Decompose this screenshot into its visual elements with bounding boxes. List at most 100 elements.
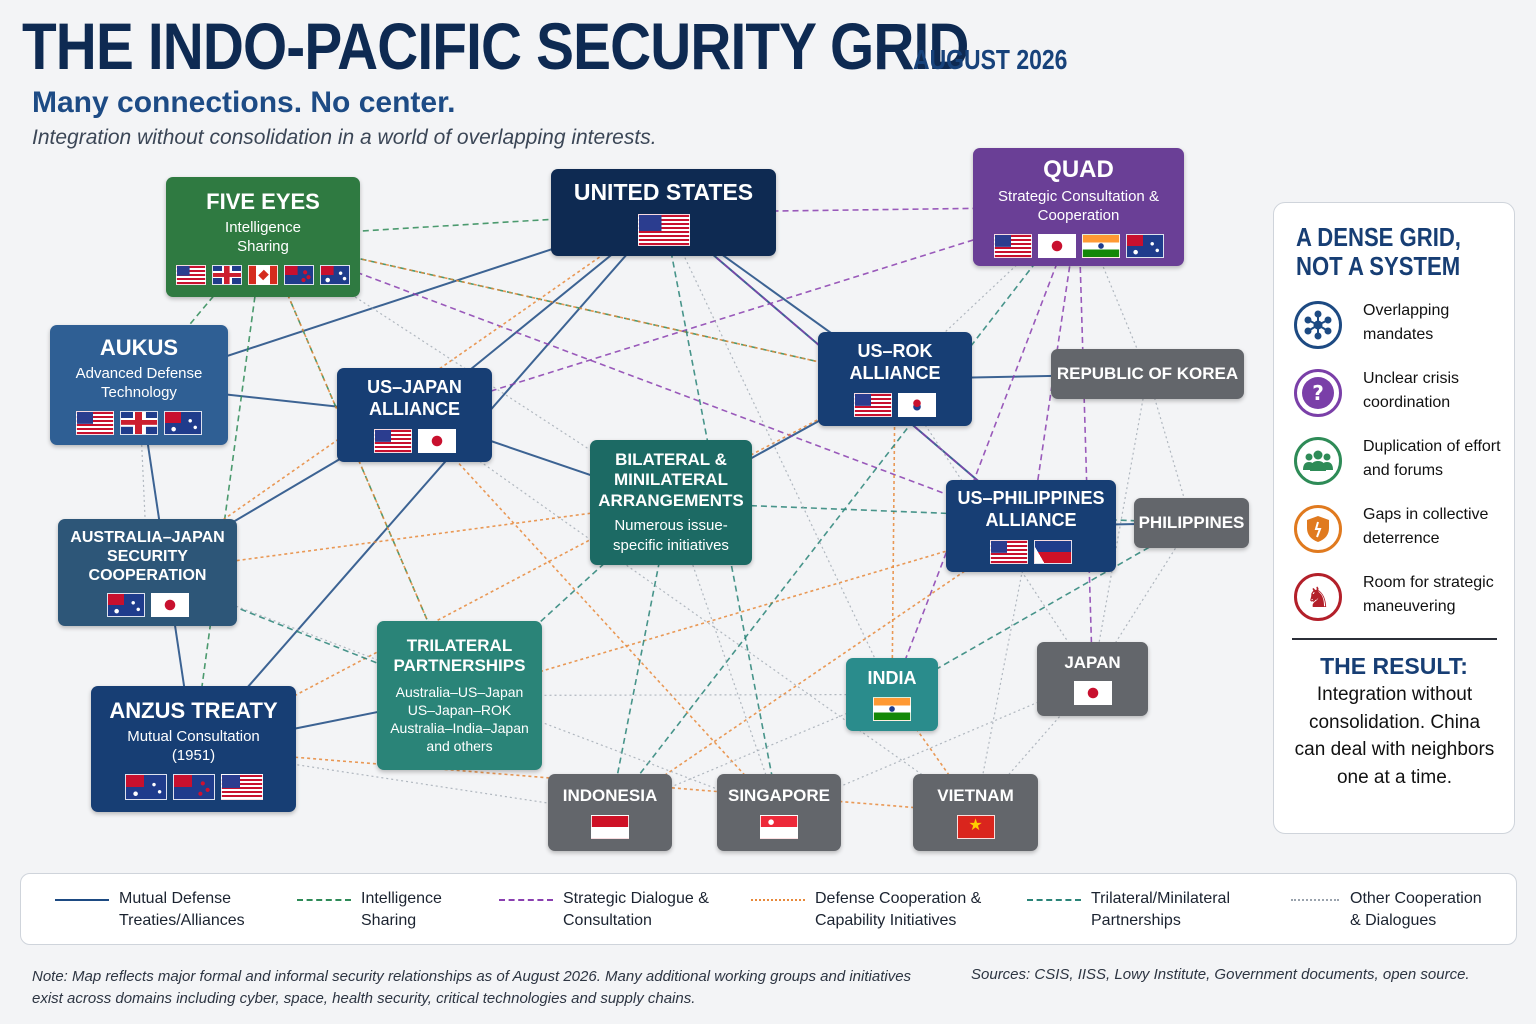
node-description: Mutual Consultation (1951)	[127, 727, 260, 765]
node-india[interactable]: INDIA	[846, 658, 938, 731]
panel-title-line: NOT A SYSTEM	[1296, 251, 1461, 282]
node-republic-of-korea[interactable]: REPUBLIC OF KOREA	[1051, 349, 1244, 399]
node-description: Numerous issue-specific initiatives	[613, 517, 729, 554]
link-vietnam-usphil	[974, 525, 1032, 813]
link-us-india	[662, 212, 893, 695]
node-philippines[interactable]: PHILIPPINES	[1134, 498, 1249, 548]
link-quad-japan	[1077, 206, 1094, 680]
node-united-states[interactable]: UNITED STATES	[551, 169, 776, 256]
people-icon	[1294, 437, 1342, 485]
node-vietnam[interactable]: VIETNAM	[913, 774, 1038, 851]
link-usrok-india	[891, 378, 896, 695]
us-flag-icon	[990, 539, 1028, 564]
panel-item: Duplication of effort and forums	[1294, 435, 1509, 491]
node-name: US–ROK ALLIANCE	[849, 341, 941, 383]
node-five-eyes[interactable]: FIVE EYES Intelligence Sharing	[166, 177, 360, 297]
indonesia-flag-icon	[591, 814, 629, 839]
link-trilateral-fiveeyes	[262, 236, 461, 696]
node-us-japan-alliance[interactable]: US–JAPAN ALLIANCE	[337, 368, 492, 462]
node-name: SINGAPORE	[727, 786, 831, 806]
node-name: FIVE EYES	[206, 189, 320, 215]
node-name: AUKUS	[99, 335, 179, 361]
panel-item: Gaps in collective deterrence	[1294, 503, 1509, 559]
node-name: US–PHILIPPINES ALLIANCE	[957, 488, 1105, 530]
node-us-rok-alliance[interactable]: US–ROK ALLIANCE	[818, 332, 972, 426]
node-trilateral-partnerships[interactable]: TRILATERAL PARTNERSHIPS Australia–US–Jap…	[377, 621, 542, 770]
link-quad-usjapan	[414, 206, 1079, 416]
node-name: PHILIPPINES	[1138, 512, 1245, 532]
node-name: UNITED STATES	[573, 178, 754, 205]
us-flag-icon	[854, 392, 892, 417]
australia-flag-icon	[124, 773, 167, 800]
legend-label: Other Cooperation & Dialogues	[1350, 890, 1482, 930]
us-flag-icon	[637, 214, 690, 247]
node-name: TRILATERAL PARTNERSHIPS	[393, 635, 526, 676]
question-icon: ?	[1294, 369, 1342, 417]
south-korea-flag-icon	[898, 392, 936, 417]
new-zealand-flag-icon	[172, 773, 215, 800]
node-us-philippines-alliance[interactable]: US–PHILIPPINES ALLIANCE	[946, 480, 1116, 572]
legend-line-solid-icon	[55, 899, 109, 901]
node-indonesia[interactable]: INDONESIA	[548, 774, 672, 851]
node-quad[interactable]: QUAD Strategic Consultation & Cooperatio…	[973, 148, 1184, 266]
panel-item: ? Unclear crisis coordination	[1294, 367, 1509, 423]
australia-flag-icon	[320, 264, 350, 285]
panel-item-text: Gaps in collective deterrence	[1363, 506, 1489, 547]
node-name: VIETNAM	[937, 786, 1014, 806]
link-quad-india	[891, 206, 1080, 695]
link-india-philippines	[891, 522, 1192, 696]
node-name: ANZUS TREATY	[109, 698, 278, 724]
sources: Sources: CSIS, IISS, Lowy Institute, Gov…	[971, 966, 1470, 983]
footnote: Note: Map reflects major formal and info…	[32, 968, 912, 1007]
node-name: INDONESIA	[562, 786, 658, 806]
page-title: THE INDO-PACIFIC SECURITY GRID	[22, 9, 969, 83]
title-date: AUGUST 2026	[913, 44, 1068, 75]
node-japan[interactable]: JAPAN	[1037, 642, 1148, 716]
legend-label: Defense Cooperation & Capability Initiat…	[815, 890, 982, 930]
legend: Mutual Defense Treaties/Alliances Intell…	[20, 873, 1517, 945]
node-name: BILATERAL & MINILATERAL ARRANGEMENTS	[598, 449, 744, 510]
node-name: US–JAPAN ALLIANCE	[367, 377, 462, 419]
legend-line-dotted-icon	[1291, 899, 1339, 901]
node-description: Strategic Consultation & Cooperation	[998, 187, 1159, 225]
node-singapore[interactable]: SINGAPORE	[717, 774, 841, 851]
us-flag-icon	[373, 428, 412, 453]
node-bilateral-arrangements[interactable]: BILATERAL & MINILATERAL ARRANGEMENTS Num…	[590, 440, 752, 565]
us-flag-icon	[176, 264, 206, 285]
result-title: THE RESULT:	[1320, 653, 1468, 679]
node-aukus[interactable]: AUKUS Advanced Defense Technology	[50, 325, 228, 445]
link-ausjapan-bilateral	[147, 501, 672, 574]
node-anzus-treaty[interactable]: ANZUS TREATY Mutual Consultation (1951)	[91, 686, 296, 812]
result-text: Integration without consolidation. China…	[1294, 684, 1495, 788]
node-name: REPUBLIC OF KOREA	[1056, 363, 1239, 383]
link-fiveeyes-anzus	[192, 236, 264, 750]
link-indonesia-usphil	[609, 525, 1032, 814]
australia-flag-icon	[1125, 233, 1164, 258]
uk-flag-icon	[212, 264, 242, 285]
vietnam-flag-icon	[956, 814, 995, 839]
legend-label: Strategic Dialogue & Consultation	[563, 890, 709, 930]
legend-line-dashed-icon	[1027, 899, 1081, 901]
panel-item-text: Unclear crisis coordination	[1363, 370, 1460, 411]
us-flag-icon	[220, 773, 263, 800]
node-name: JAPAN	[1064, 652, 1121, 672]
india-flag-icon	[873, 697, 911, 722]
chess-knight-icon: ♞	[1294, 573, 1342, 621]
link-anzus-usrok	[193, 378, 896, 750]
panel-title: A DENSE GRID, NOT A SYSTEM	[1296, 222, 1483, 282]
legend-label: Trilateral/Minilateral Partnerships	[1091, 890, 1230, 930]
link-us-anzus	[192, 211, 665, 750]
panel-item-text: Room for strategic maneuvering	[1363, 574, 1494, 615]
node-description: Intelligence Sharing	[225, 218, 301, 256]
japan-flag-icon	[1037, 233, 1076, 258]
legend-line-dotted-icon	[751, 899, 805, 901]
australia-flag-icon	[164, 410, 202, 435]
uk-flag-icon	[120, 410, 158, 435]
new-zealand-flag-icon	[284, 264, 314, 285]
node-australia-japan-cooperation[interactable]: AUSTRALIA–JAPAN SECURITY COOPERATION	[58, 519, 237, 626]
legend-label: Intelligence Sharing	[361, 890, 442, 930]
page-tagline: Integration without consolidation in a w…	[32, 126, 657, 149]
us-flag-icon	[76, 410, 114, 435]
link-philippines-japan	[1091, 522, 1193, 680]
japan-flag-icon	[1073, 681, 1112, 706]
